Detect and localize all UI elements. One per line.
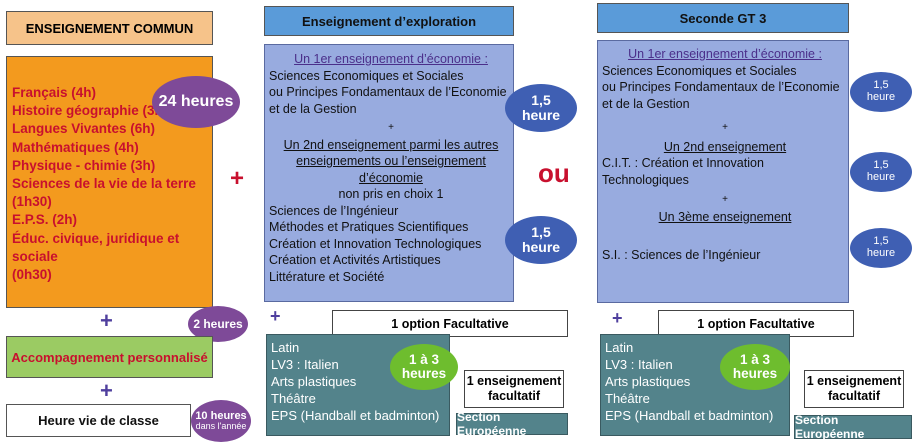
plus-sign: + <box>388 122 394 133</box>
plus-sign: + <box>722 194 728 205</box>
col2-header: Enseignement d’exploration <box>264 6 514 36</box>
subject-item: Physique - chimie (3h) <box>12 157 156 173</box>
first-teaching-line: et de la Gestion <box>602 96 690 111</box>
option-item: Arts plastiques <box>605 374 691 389</box>
subject-item: E.P.S. (2h) <box>12 212 78 228</box>
third-teaching-line: S.I. : Sciences de l’Ingénieur <box>602 248 761 262</box>
second-teaching-title: Un 2nd enseignement <box>663 139 787 154</box>
exploration-box: Un 1er enseignement d’économie : Science… <box>264 44 514 302</box>
section-europeenne-box: Section Européenne <box>456 410 568 438</box>
plus-sign: + <box>270 306 281 326</box>
second-teaching-line: Création et Innovation Technologiques <box>269 236 482 251</box>
first-teaching-title: Un 1er enseignement d’économie : <box>628 47 822 61</box>
section-europeenne-box: Section Européenne <box>794 413 912 441</box>
accomp-box: Accompagnement personnalisé <box>6 336 213 378</box>
plus-sign: + <box>722 122 728 133</box>
col1-header: ENSEIGNEMENT COMMUN <box>6 11 213 45</box>
hours-badge: 1,5 heure <box>850 72 912 112</box>
subject-item: Français (4h) <box>12 85 97 100</box>
second-teaching-line: C.I.T. : Création et Innovation Technolo… <box>602 156 764 187</box>
plus-sign: + <box>100 378 113 403</box>
first-teaching-title: Un 1er enseignement d’économie : <box>294 52 488 66</box>
vie-classe-badge: 10 heures dans l'année <box>191 400 251 442</box>
first-teaching-line: ou Principes Fondamentaux de l’Economie <box>602 80 840 94</box>
option-item: Théâtre <box>605 391 650 406</box>
second-teaching-line: Méthodes et Pratiques Scientifiques <box>269 220 469 234</box>
option-item: LV3 : Italien <box>271 357 339 372</box>
option-item: LV3 : Italien <box>605 357 673 372</box>
total-hours-badge: 24 heures <box>152 76 240 128</box>
option-item: Arts plastiques <box>271 374 357 389</box>
hours-badge: 1,5 heure <box>505 216 577 264</box>
subject-item: Sciences de la vie de la terre (1h30) <box>12 176 196 210</box>
first-teaching-line: Sciences Economiques et Sociales <box>602 63 797 78</box>
option-hours-badge: 1 à 3 heures <box>390 344 458 390</box>
col1-header-text: ENSEIGNEMENT COMMUN <box>25 20 194 36</box>
plus-sign: + <box>612 308 623 328</box>
first-teaching-line: Sciences Economiques et Sociales <box>269 68 464 83</box>
option-hours-badge: 1 à 3 heures <box>720 344 790 390</box>
subject-item: Langues Vivantes (6h) <box>12 121 156 137</box>
option-item: Latin <box>605 340 634 355</box>
hours-badge: 1,5 heure <box>850 228 912 268</box>
facultatif-box: 1 enseignement facultatif <box>464 370 564 408</box>
first-teaching-line: ou Principes Fondamentaux de l’Economie <box>269 85 507 99</box>
third-teaching-title: Un 3ème enseignement <box>658 209 792 224</box>
second-teaching-line: Littérature et Société <box>269 269 385 284</box>
second-teaching-line: Création et Activités Artistiques <box>269 253 441 267</box>
second-teaching-line: Sciences de l’Ingénieur <box>269 203 399 218</box>
second-teaching-title: Un 2nd enseignement parmi les autres <box>283 137 499 152</box>
plus-sign-red: + <box>230 165 245 192</box>
facultatif-box: 1 enseignement facultatif <box>804 370 904 408</box>
hours-badge: 1,5 heure <box>850 152 912 192</box>
option-item: Théâtre <box>271 391 316 406</box>
second-teaching-title: enseignements ou l’enseignement d’économ… <box>296 154 486 185</box>
vie-classe-box: Heure vie de classe <box>6 404 191 437</box>
col3-header: Seconde GT 3 <box>597 3 849 33</box>
subject-item: Mathématiques (4h) <box>12 139 139 155</box>
plus-sign: + <box>100 308 113 333</box>
option-item: Latin <box>271 340 300 355</box>
hours-badge: 1,5 heure <box>505 84 577 132</box>
option-facultative-box: 1 option Facultative <box>658 310 854 337</box>
option-facultative-box: 1 option Facultative <box>332 310 568 337</box>
option-item: EPS (Handball et badminton) <box>271 408 440 423</box>
or-separator: ou <box>538 158 570 188</box>
subject-item: (0h30) <box>12 267 52 283</box>
subject-item: Histoire géographie (3h) <box>12 103 168 119</box>
option-item: EPS (Handball et badminton) <box>605 408 774 423</box>
seconde-gt3-box: Un 1er enseignement d’économie : Science… <box>597 40 849 303</box>
second-teaching-title: non pris en choix 1 <box>338 187 444 201</box>
subject-item: Éduc. civique, juridique et sociale <box>12 230 180 264</box>
first-teaching-line: et de la Gestion <box>269 101 357 116</box>
